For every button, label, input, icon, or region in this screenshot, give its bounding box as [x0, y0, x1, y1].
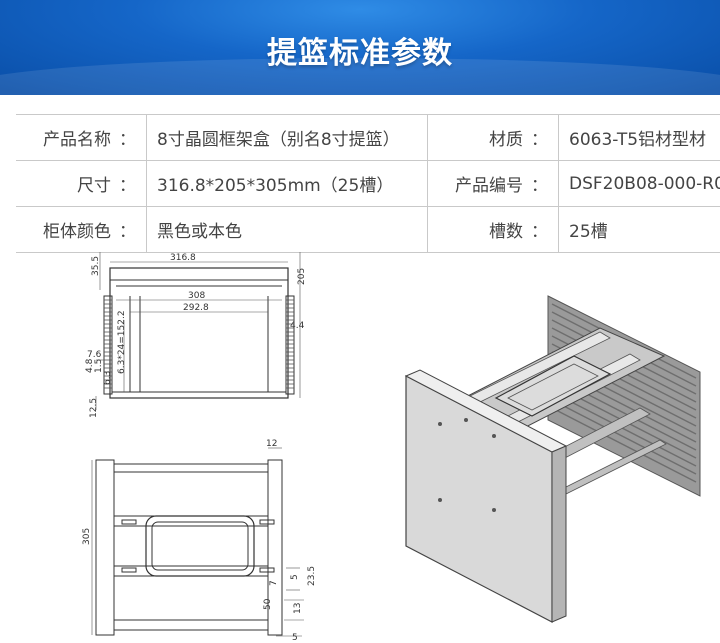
dim-label: 4.4	[290, 321, 305, 331]
spec-value: 8寸晶圆框架盒（别名8寸提篮）	[146, 114, 428, 161]
header-banner: 提篮标准参数	[0, 0, 720, 95]
spec-row: 柜体颜色： 黑色或本色 槽数： 25槽	[16, 206, 720, 253]
page-title: 提篮标准参数	[267, 36, 453, 71]
banner-sheen	[0, 58, 720, 95]
dim-label: 7.6	[87, 350, 102, 360]
dim-label: 13	[293, 603, 303, 614]
dim-label: 35.5	[91, 256, 101, 276]
spec-value: 黑色或本色	[146, 206, 428, 253]
spec-label: 尺寸：	[77, 176, 136, 196]
dim-label: 292.8	[183, 303, 209, 313]
dim-label: 305	[82, 528, 92, 545]
dim-label: 5	[292, 633, 298, 643]
dim-label: 7	[269, 580, 279, 586]
spec-label: 材质：	[427, 114, 559, 161]
dim-label: 205	[297, 268, 307, 285]
spec-table: 产品名称： 8寸晶圆框架盒（别名8寸提篮） 材质： 6063-T5铝材型材 尺寸…	[16, 114, 720, 253]
spec-value: 6063-T5铝材型材	[558, 114, 720, 161]
dim-label: 4.8	[85, 358, 95, 373]
dim-label: 6.3*24=152.2	[117, 310, 127, 374]
front-view-dims: 316.8 308 292.8 205 35.5 4.4 6.3*24=152.…	[85, 253, 307, 418]
dim-label: 12	[266, 439, 277, 449]
spec-row: 产品名称： 8寸晶圆框架盒（别名8寸提篮） 材质： 6063-T5铝材型材	[16, 114, 720, 161]
side-view-drawing	[91, 447, 304, 637]
spec-row: 尺寸： 316.8*205*305mm（25槽） 产品编号： DSF20B08-…	[16, 160, 720, 207]
spec-value: 25槽	[558, 206, 720, 253]
dim-label: 12.5	[89, 398, 99, 418]
dim-label: 6.3	[103, 371, 113, 385]
front-view-drawing	[95, 252, 301, 410]
spec-label: 柜体颜色：	[43, 222, 136, 242]
spec-label: 槽数：	[427, 206, 559, 253]
product-illustration	[404, 295, 701, 623]
dim-label: 1.5	[94, 359, 104, 373]
spec-value: DSF20B08-000-R0	[558, 160, 720, 207]
dim-label: 316.8	[170, 253, 196, 263]
spec-value: 316.8*205*305mm（25槽）	[146, 160, 428, 207]
dim-label: 50	[263, 598, 273, 610]
dim-label: 308	[188, 291, 205, 301]
spec-label: 产品名称：	[43, 130, 136, 150]
dim-label: 5	[290, 574, 300, 580]
spec-label: 产品编号：	[427, 160, 559, 207]
dim-label: 23.5	[307, 566, 317, 586]
side-view-dims: 305 12 5 23.5 7 50 13 5	[82, 439, 317, 643]
